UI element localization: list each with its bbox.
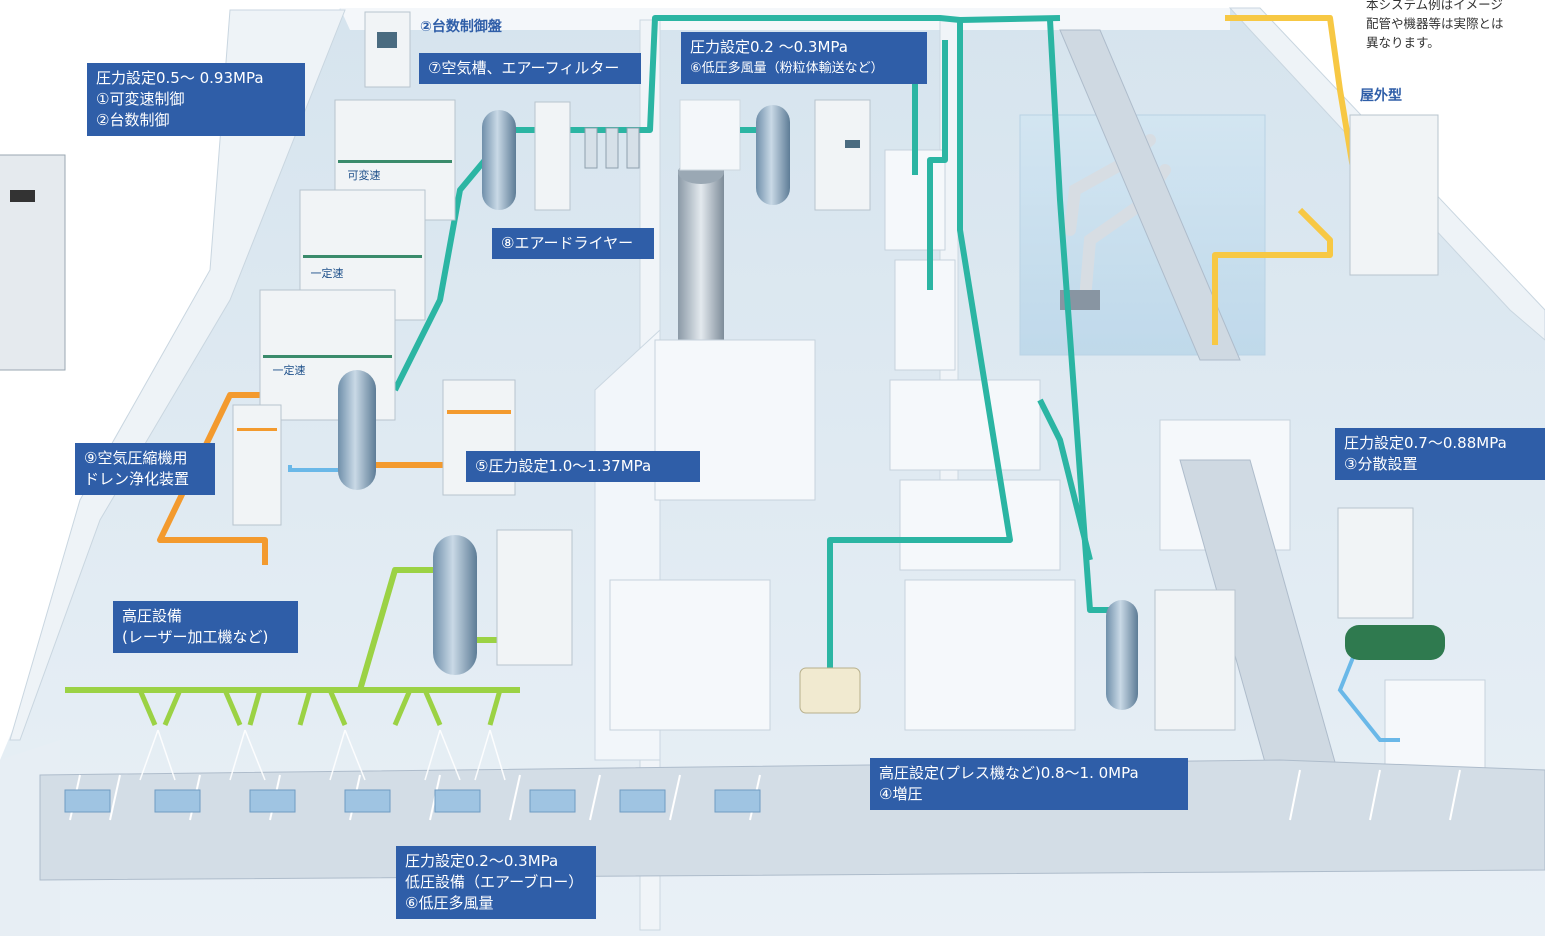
callout-laser-line-1: 高圧設備	[122, 607, 183, 625]
callout-main-line-1: 圧力設定0.5～ 0.93MPa	[96, 69, 264, 87]
unit-control-panel-label: ②台数制御盤	[420, 19, 502, 35]
callout-press-boost: 高圧設定(プレス機など)0.8～1. 0MPa ④増圧	[870, 758, 1188, 810]
callout-high-pressure-laser: 高圧設備 (レーザー加工機など)	[113, 601, 298, 653]
disclaimer-line-2: 配管や機器等は実際とは	[1366, 16, 1504, 31]
callout-main-pressure: 圧力設定0.5～ 0.93MPa ①可変速制御 ②台数制御	[87, 63, 305, 136]
outdoor-type-label: 屋外型	[1360, 88, 1402, 104]
air-filter-icon	[584, 127, 640, 169]
callout-air-dryer: ⑧エアードライヤー	[492, 228, 654, 259]
callout-dryer-line-1: ⑧エアードライヤー	[501, 234, 634, 252]
pipe-teal	[392, 15, 1110, 690]
control-panel-icon	[377, 32, 397, 48]
air-spray	[139, 729, 506, 781]
pipe-blue	[288, 465, 1400, 742]
callout-press-line-2: ④増圧	[879, 785, 923, 803]
side-compressor-unit	[0, 154, 66, 371]
fixed-speed-label-1: 一定速	[310, 267, 344, 280]
callout-drain-purifier: ⑨空気圧縮機用 ドレン浄化装置	[75, 443, 215, 495]
air-compressor-icon	[232, 11, 1445, 731]
callout-air-blow-line-3: ⑥低圧多風量	[405, 894, 494, 912]
pipe-yellow	[1212, 15, 1358, 345]
air-tank-icon	[338, 105, 1138, 710]
disclaimer-note: 本システム例はイメージ 配管や機器等は実際とは 異なります。	[1366, 0, 1504, 52]
callout-low-top-line-1: 圧力設定0.2 ～0.3MPa	[690, 38, 848, 56]
callout-low-pressure-top: 圧力設定0.2 ～0.3MPa ⑥低圧多風量（粉粒体輸送など）	[681, 32, 927, 84]
callout-main-line-2: ①可変速制御	[96, 90, 185, 108]
callout-tank-filter-line-1: ⑦空気槽、エアーフィルター	[428, 59, 620, 77]
variable-speed-label: 可変速	[347, 169, 381, 182]
callout-drain-line-2: ドレン浄化装置	[84, 470, 190, 488]
callout-air-blow-line-1: 圧力設定0.2～0.3MPa	[405, 852, 559, 870]
callout-laser-line-2: (レーザー加工機など)	[122, 628, 269, 646]
duct-pipe	[678, 99, 741, 370]
callout-low-top-line-2: ⑥低圧多風量（粉粒体輸送など）	[690, 61, 884, 76]
callout-air-blow-line-2: 低圧設備（エアーブロー）	[405, 873, 584, 891]
callout-air-blow: 圧力設定0.2～0.3MPa 低圧設備（エアーブロー） ⑥低圧多風量	[396, 846, 596, 919]
callout-mid-line-1: ⑤圧力設定1.0～1.37MPa	[475, 457, 652, 475]
callout-main-line-3: ②台数制御	[96, 111, 170, 129]
callout-drain-line-1: ⑨空気圧縮機用	[84, 449, 188, 467]
callout-tank-filter: ⑦空気槽、エアーフィルター	[419, 53, 641, 84]
nozzle-icon	[137, 689, 503, 726]
callout-distributed-line-2: ③分散設置	[1344, 455, 1418, 473]
callout-press-line-1: 高圧設定(プレス機など)0.8～1. 0MPa	[879, 764, 1139, 782]
callout-distributed-line-1: 圧力設定0.7～0.88MPa	[1344, 434, 1507, 452]
fixed-speed-label-2: 一定速	[272, 364, 306, 377]
disclaimer-line-1: 本システム例はイメージ	[1366, 0, 1503, 12]
callout-distributed: 圧力設定0.7～0.88MPa ③分散設置	[1335, 428, 1545, 480]
callout-mid-pressure: ⑤圧力設定1.0～1.37MPa	[466, 451, 700, 482]
disclaimer-line-3: 異なります。	[1366, 35, 1440, 50]
